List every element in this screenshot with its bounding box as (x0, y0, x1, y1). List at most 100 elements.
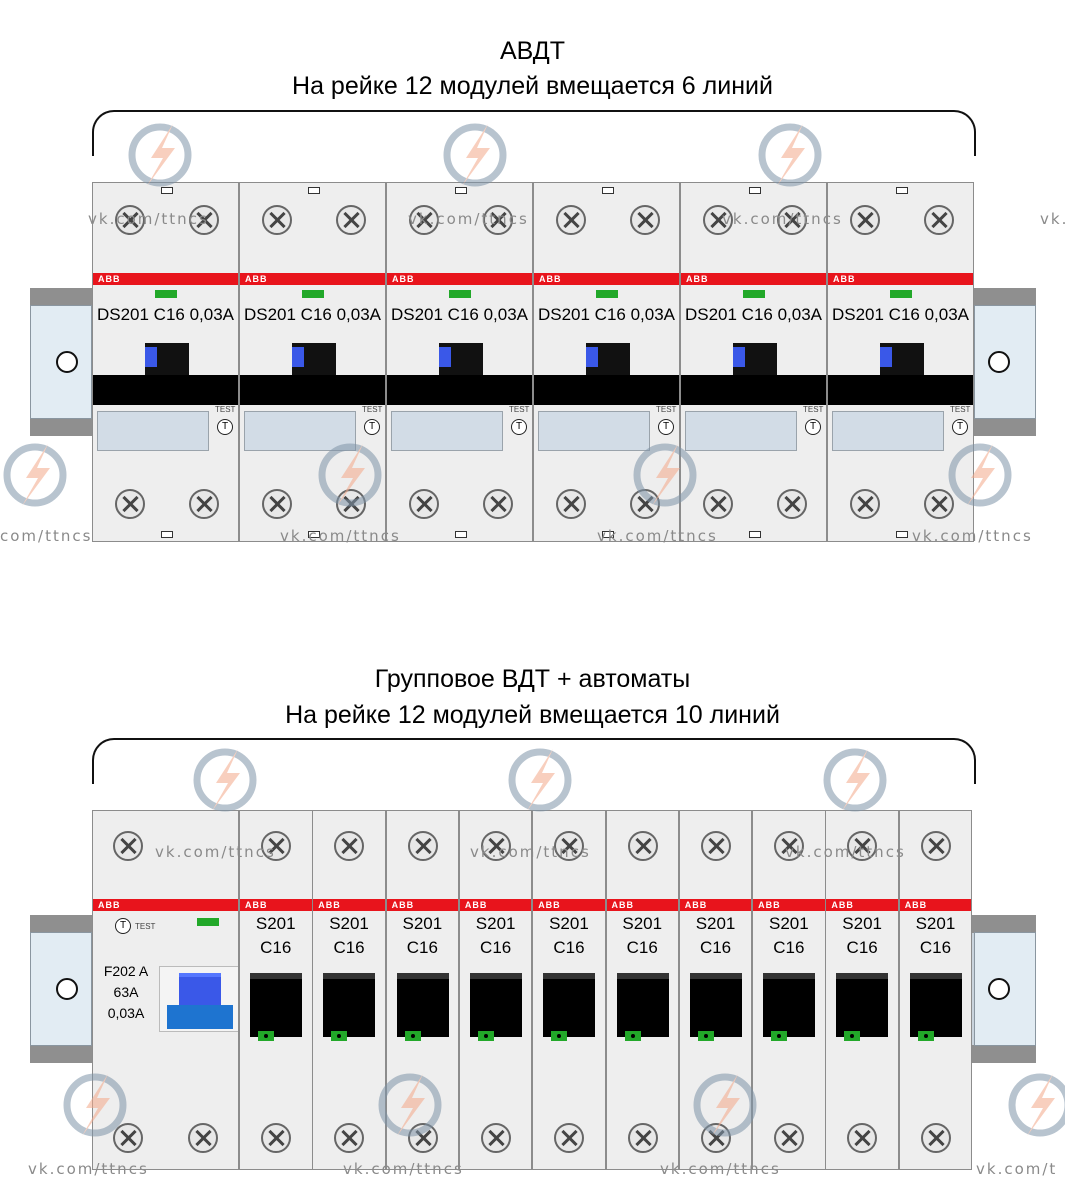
breaker-toggle[interactable] (469, 973, 522, 1037)
lever-indicator (586, 347, 598, 367)
lever-base (828, 375, 973, 405)
indicator-dot (410, 1034, 415, 1038)
brand-band: ABB (387, 273, 532, 285)
abb-logo: ABB (611, 900, 634, 910)
breaker-toggle[interactable] (763, 973, 816, 1037)
indicator-dot (630, 1034, 635, 1038)
screw-icon (115, 205, 145, 235)
breaker-toggle[interactable] (689, 973, 742, 1037)
test-button[interactable]: T (115, 918, 131, 934)
screw-icon (777, 205, 807, 235)
abb-logo: ABB (538, 900, 561, 910)
top-slot (602, 187, 614, 194)
brand-band: ABB (386, 899, 459, 911)
screw-icon (774, 1123, 805, 1153)
breaker-toggle[interactable] (836, 973, 889, 1037)
screw-icon (334, 1123, 365, 1153)
abb-logo: ABB (245, 274, 268, 284)
breaker-model: S201 (402, 914, 443, 933)
screw-icon (554, 1123, 585, 1153)
bottom-slot (161, 531, 173, 538)
device-label: DS201 C16 0,03A (243, 305, 382, 324)
screw-icon (556, 489, 586, 519)
breaker-rating: C16 (699, 938, 732, 957)
brand-band: ABB (240, 273, 385, 285)
device-label: DS201 C16 0,03A (96, 305, 235, 324)
bottom-slot (308, 531, 320, 538)
rcd-label-line1: F202 A (103, 963, 149, 979)
indicator-dot (337, 1034, 342, 1038)
top-slot (749, 187, 761, 194)
breaker-toggle[interactable] (396, 973, 449, 1037)
brand-band: ABB (828, 273, 973, 285)
watermark-text: vk.com/ttncs (722, 210, 843, 228)
indicator-dot (264, 1034, 268, 1038)
screw-icon (703, 489, 733, 519)
breaker-rating: C16 (626, 938, 658, 957)
test-label: TEST (803, 405, 824, 414)
brand-band: ABB (534, 273, 679, 285)
watermark-logo-icon (0, 440, 70, 510)
front-window (685, 411, 797, 451)
screw-icon (627, 1123, 658, 1153)
breaker-model: S201 (549, 914, 589, 933)
test-button[interactable]: T (511, 419, 527, 435)
test-button[interactable]: T (805, 419, 821, 435)
breaker-toggle[interactable] (323, 973, 376, 1037)
screw-icon (554, 831, 585, 861)
brand-band: ABB (606, 899, 678, 911)
watermark-text: vk.com/ttncs (912, 527, 1033, 545)
test-button[interactable]: T (658, 419, 674, 435)
screw-icon (189, 205, 219, 235)
screw-icon (334, 831, 365, 861)
brand-band: ABB (679, 899, 752, 911)
watermark-text: vk.com/ttncs (343, 1160, 464, 1178)
device-label: DS201 C16 0,03A (684, 305, 823, 324)
test-button[interactable]: T (217, 419, 233, 435)
status-led (302, 290, 324, 298)
status-led (449, 290, 471, 298)
bottom-rail-cap-left (30, 932, 92, 1046)
front-window (832, 411, 944, 451)
abb-logo: ABB (758, 900, 781, 910)
test-button[interactable]: T (952, 419, 968, 435)
rail-hole-icon (56, 351, 78, 373)
device-label: DS201 C16 0,03A (390, 305, 529, 324)
test-label: TEST (135, 922, 156, 931)
breaker-rating: C16 (553, 938, 585, 957)
breaker-rating: C16 (260, 938, 292, 957)
screw-icon (700, 831, 731, 861)
rail-hole-icon (988, 351, 1010, 373)
screw-icon (189, 489, 219, 519)
abb-logo: ABB (98, 900, 121, 910)
breaker-toggle[interactable] (909, 973, 962, 1037)
screw-icon (407, 831, 438, 861)
top-title-line1: АВДТ (499, 37, 565, 65)
abb-logo: ABB (831, 900, 854, 910)
breaker-toggle[interactable] (616, 973, 669, 1037)
test-button[interactable]: T (364, 419, 380, 435)
rcd-label-line2: 63A (113, 984, 139, 1000)
screw-icon (556, 205, 586, 235)
screw-icon (483, 205, 513, 235)
watermark-text: vk. (1040, 210, 1065, 228)
rcd-toggle-base (167, 1005, 233, 1029)
breaker-toggle[interactable] (250, 973, 302, 1037)
screw-icon (409, 205, 439, 235)
indicator-dot (557, 1034, 562, 1038)
screw-icon (630, 205, 660, 235)
brand-band: ABB (240, 899, 312, 911)
brand-band: ABB (93, 273, 238, 285)
lever-indicator (733, 347, 745, 367)
brand-band: ABB (681, 273, 826, 285)
top-title-line2: На рейке 12 модулей вмещается 6 линий (292, 72, 773, 100)
screw-icon (336, 205, 366, 235)
breaker-toggle[interactable] (543, 973, 596, 1037)
